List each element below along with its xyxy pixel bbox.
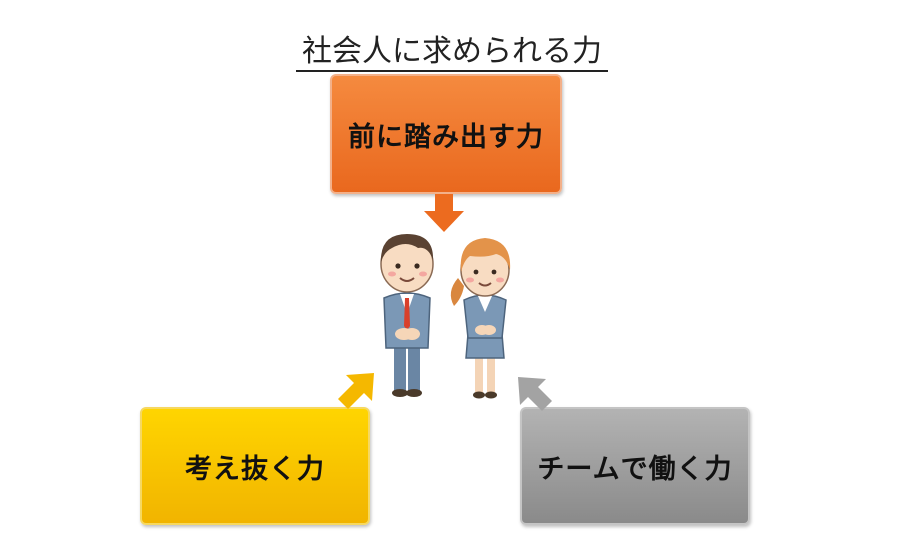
down-arrow-icon — [424, 194, 464, 232]
box-step-forward-label: 前に踏み出す力 — [348, 121, 544, 153]
up-right-arrow-icon — [338, 373, 374, 409]
box-teamwork-label: チームで働く力 — [537, 453, 733, 485]
business-people-illustration — [380, 234, 511, 399]
diagram-title-text: 社会人に求められる力 — [296, 34, 608, 72]
box-teamwork: チームで働く力 — [520, 407, 750, 525]
box-think-through: 考え抜く力 — [140, 407, 370, 525]
box-step-forward: 前に踏み出す力 — [330, 74, 562, 194]
woman-figure — [450, 238, 511, 399]
man-figure — [380, 234, 434, 397]
box-think-through-label: 考え抜く力 — [185, 453, 325, 485]
up-left-arrow-icon — [518, 377, 552, 411]
diagram-title: 社会人に求められる力 — [240, 26, 664, 72]
